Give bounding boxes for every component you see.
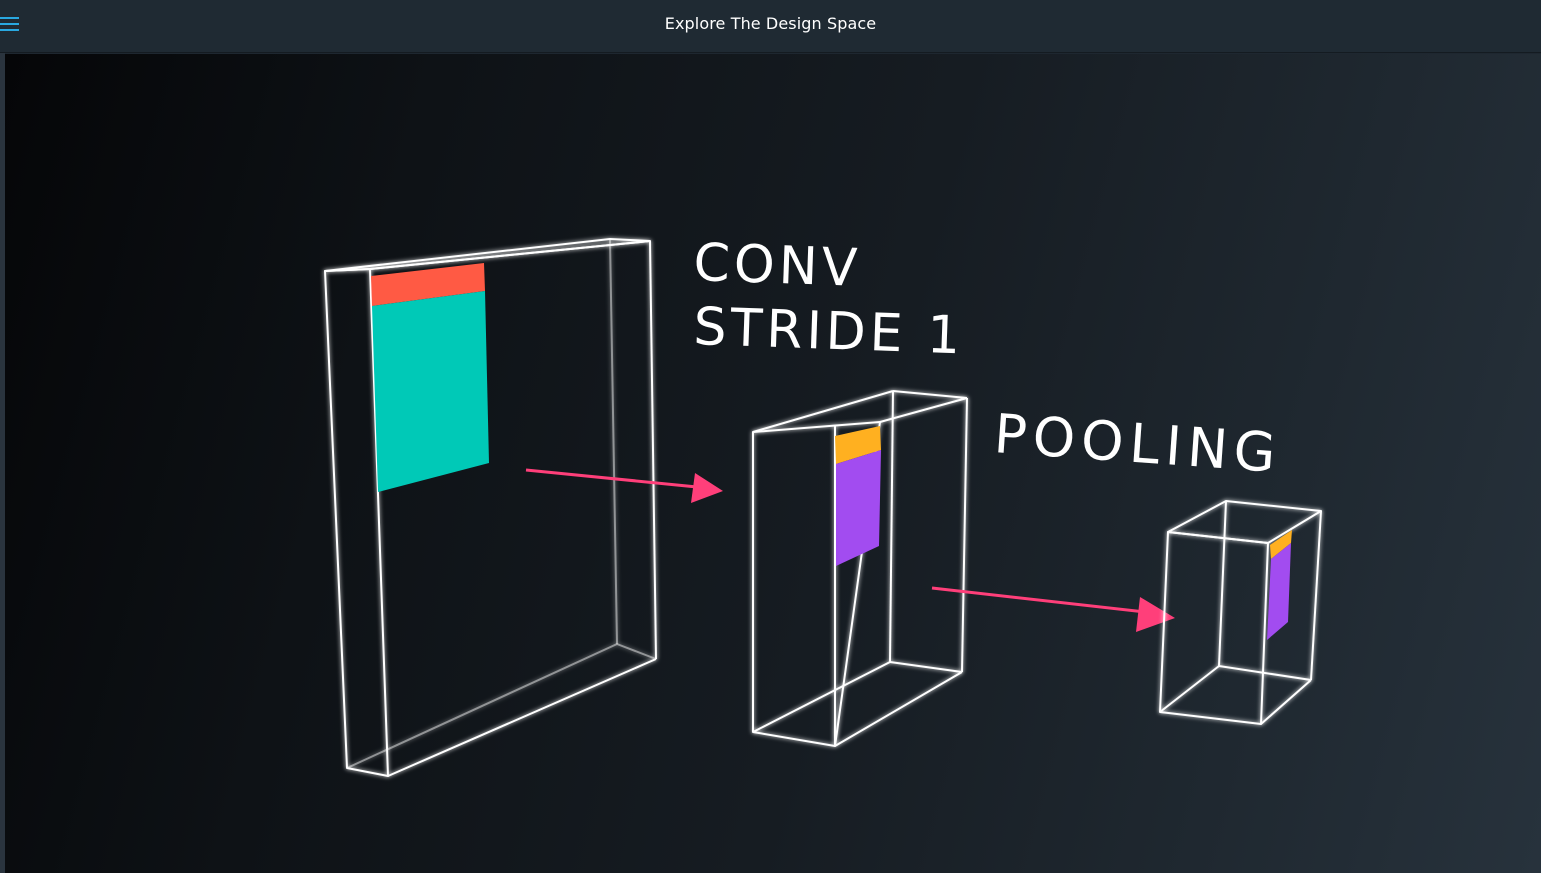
arrow-pooling xyxy=(931,586,1175,632)
feature-top-face xyxy=(835,426,881,464)
video-frame[interactable]: CONV STRIDE 1 POOLING xyxy=(5,54,1541,873)
kernel-top-face xyxy=(371,263,485,306)
conv-output-volume xyxy=(752,390,968,747)
arrow-conv xyxy=(525,468,723,503)
label-pooling: POOLING xyxy=(992,402,1284,485)
label-conv: CONV xyxy=(693,233,863,299)
input-volume xyxy=(324,238,657,777)
label-stride: STRIDE 1 xyxy=(693,297,966,366)
feature-front-face xyxy=(836,450,881,566)
content-area: CONV STRIDE 1 POOLING xyxy=(0,53,1541,873)
cnn-illustration: CONV STRIDE 1 POOLING xyxy=(324,233,1322,777)
pooled-top-face xyxy=(1270,530,1292,559)
pooled-front-face xyxy=(1267,543,1291,640)
left-border xyxy=(0,53,5,873)
top-bar: Explore The Design Space xyxy=(0,0,1541,53)
pooling-output-volume xyxy=(1159,500,1322,725)
hamburger-menu-icon[interactable] xyxy=(0,13,22,35)
page-title: Explore The Design Space xyxy=(664,14,877,33)
kernel-front-face xyxy=(372,291,489,492)
